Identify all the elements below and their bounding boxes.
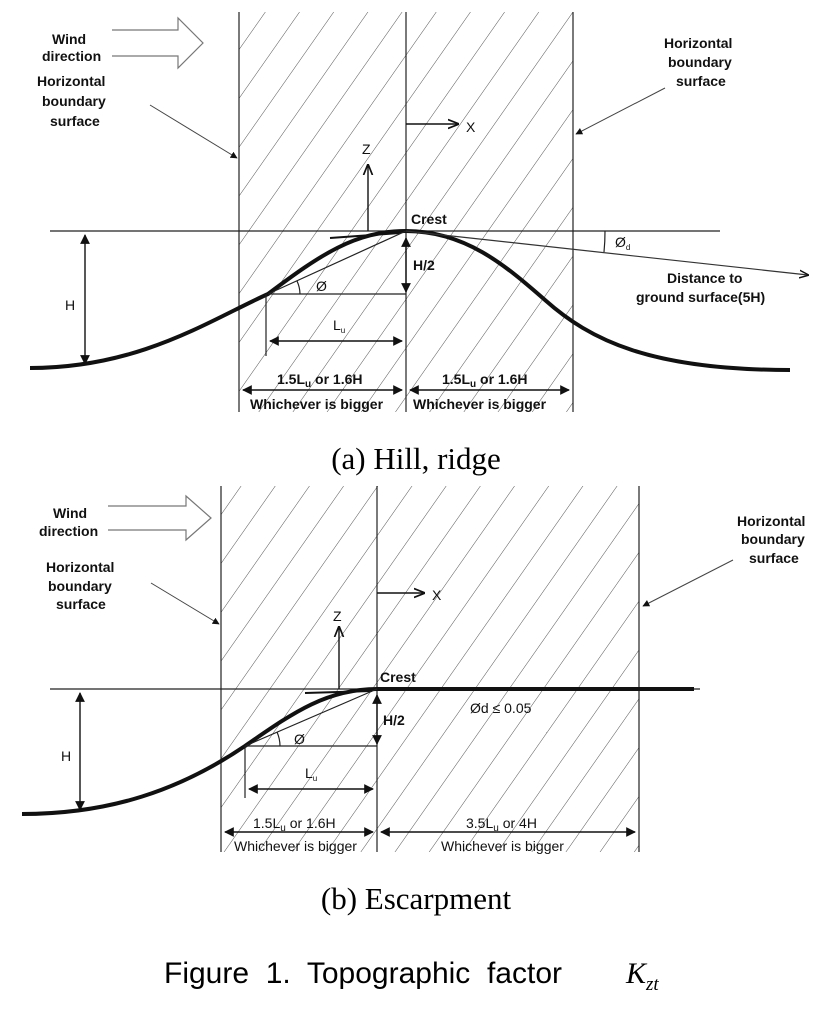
phi-slope-line-b — [244, 688, 378, 747]
hbs-right-2: boundary — [668, 54, 732, 70]
h-half-label-b: H/2 — [383, 712, 405, 728]
phi-arc-b — [276, 731, 281, 747]
z-axis-label-b: Z — [333, 608, 342, 624]
wind-label-1: Wind — [52, 31, 86, 47]
crest-label: Crest — [411, 211, 447, 227]
wind-arrow-icon — [112, 16, 204, 70]
phi-d-arc — [603, 230, 606, 253]
figure-caption-symbol: Kzt — [625, 957, 659, 995]
z-axis-label: Z — [362, 141, 371, 157]
lu-label-b: Lu — [305, 765, 317, 783]
hbs-left-b-3: surface — [56, 596, 106, 612]
dim-left-label-b: 1.5Lu or 1.6H — [253, 815, 336, 834]
hbs-left-b-1: Horizontal — [46, 559, 114, 575]
wind-label-b-2: direction — [39, 523, 98, 539]
hbs-right-3: surface — [676, 73, 726, 89]
hbs-right-pointer — [575, 87, 666, 135]
dim-right-label: 1.5Lu or 1.6H — [442, 371, 527, 390]
wind-label-b-1: Wind — [53, 505, 87, 521]
panel-b-escarpment: Wind direction Horizontal boundary surfa… — [21, 486, 805, 916]
phi-label-b: Ø — [294, 731, 305, 747]
hbs-left-3: surface — [50, 113, 100, 129]
hbs-right-b-2: boundary — [741, 531, 805, 547]
crest-label-b: Crest — [380, 669, 416, 685]
phi-label: Ø — [316, 278, 327, 294]
crest-tangent — [329, 232, 401, 239]
dim-right-note: Whichever is bigger — [413, 396, 547, 412]
hbs-left-1: Horizontal — [37, 73, 105, 89]
dim-left-label: 1.5Lu or 1.6H — [277, 371, 362, 390]
dim-right-note-b: Whichever is bigger — [441, 838, 564, 854]
phi-d-label: Ød — [615, 234, 630, 252]
dim-left-note: Whichever is bigger — [250, 396, 384, 412]
lu-label: Lu — [333, 317, 345, 335]
crest-tangent-b — [304, 690, 373, 694]
distance-ground-line — [405, 230, 808, 275]
figure-caption: Figure 1. Topographic factor Kzt — [164, 957, 659, 995]
caption-a: (a) Hill, ridge — [331, 441, 501, 476]
phi-slope-line — [267, 230, 407, 295]
dim-left-note-b: Whichever is bigger — [234, 838, 357, 854]
h-label-b: H — [61, 748, 71, 764]
hbs-right-b-3: surface — [749, 550, 799, 566]
x-axis-label-b: X — [432, 587, 442, 603]
hbs-left-2: boundary — [42, 93, 106, 109]
hbs-right-pointer-b — [642, 559, 734, 607]
hbs-right-1: Horizontal — [664, 35, 732, 51]
figure-caption-text: Figure 1. Topographic factor — [164, 957, 562, 990]
wind-arrow-icon-b — [108, 494, 212, 542]
distance-label-1: Distance to — [667, 270, 742, 286]
distance-label-2: ground surface(5H) — [636, 289, 765, 305]
h-label: H — [65, 297, 75, 313]
h-half-label: H/2 — [413, 257, 435, 273]
hbs-left-pointer-b — [150, 582, 220, 625]
phi-arc — [296, 280, 301, 295]
hbs-right-b-1: Horizontal — [737, 513, 805, 529]
panel-a-hill-ridge: Wind direction Horizontal boundary surfa… — [29, 12, 808, 476]
x-axis-label: X — [466, 119, 476, 135]
wind-label-2: direction — [42, 48, 101, 64]
dim-right-label-b: 3.5Lu or 4H — [466, 815, 537, 834]
hbs-left-b-2: boundary — [48, 578, 112, 594]
hatched-zone-b — [221, 486, 639, 852]
phi-d-note: Ød ≤ 0.05 — [470, 700, 532, 716]
hbs-left-pointer — [149, 104, 238, 159]
caption-b: (b) Escarpment — [321, 881, 512, 916]
